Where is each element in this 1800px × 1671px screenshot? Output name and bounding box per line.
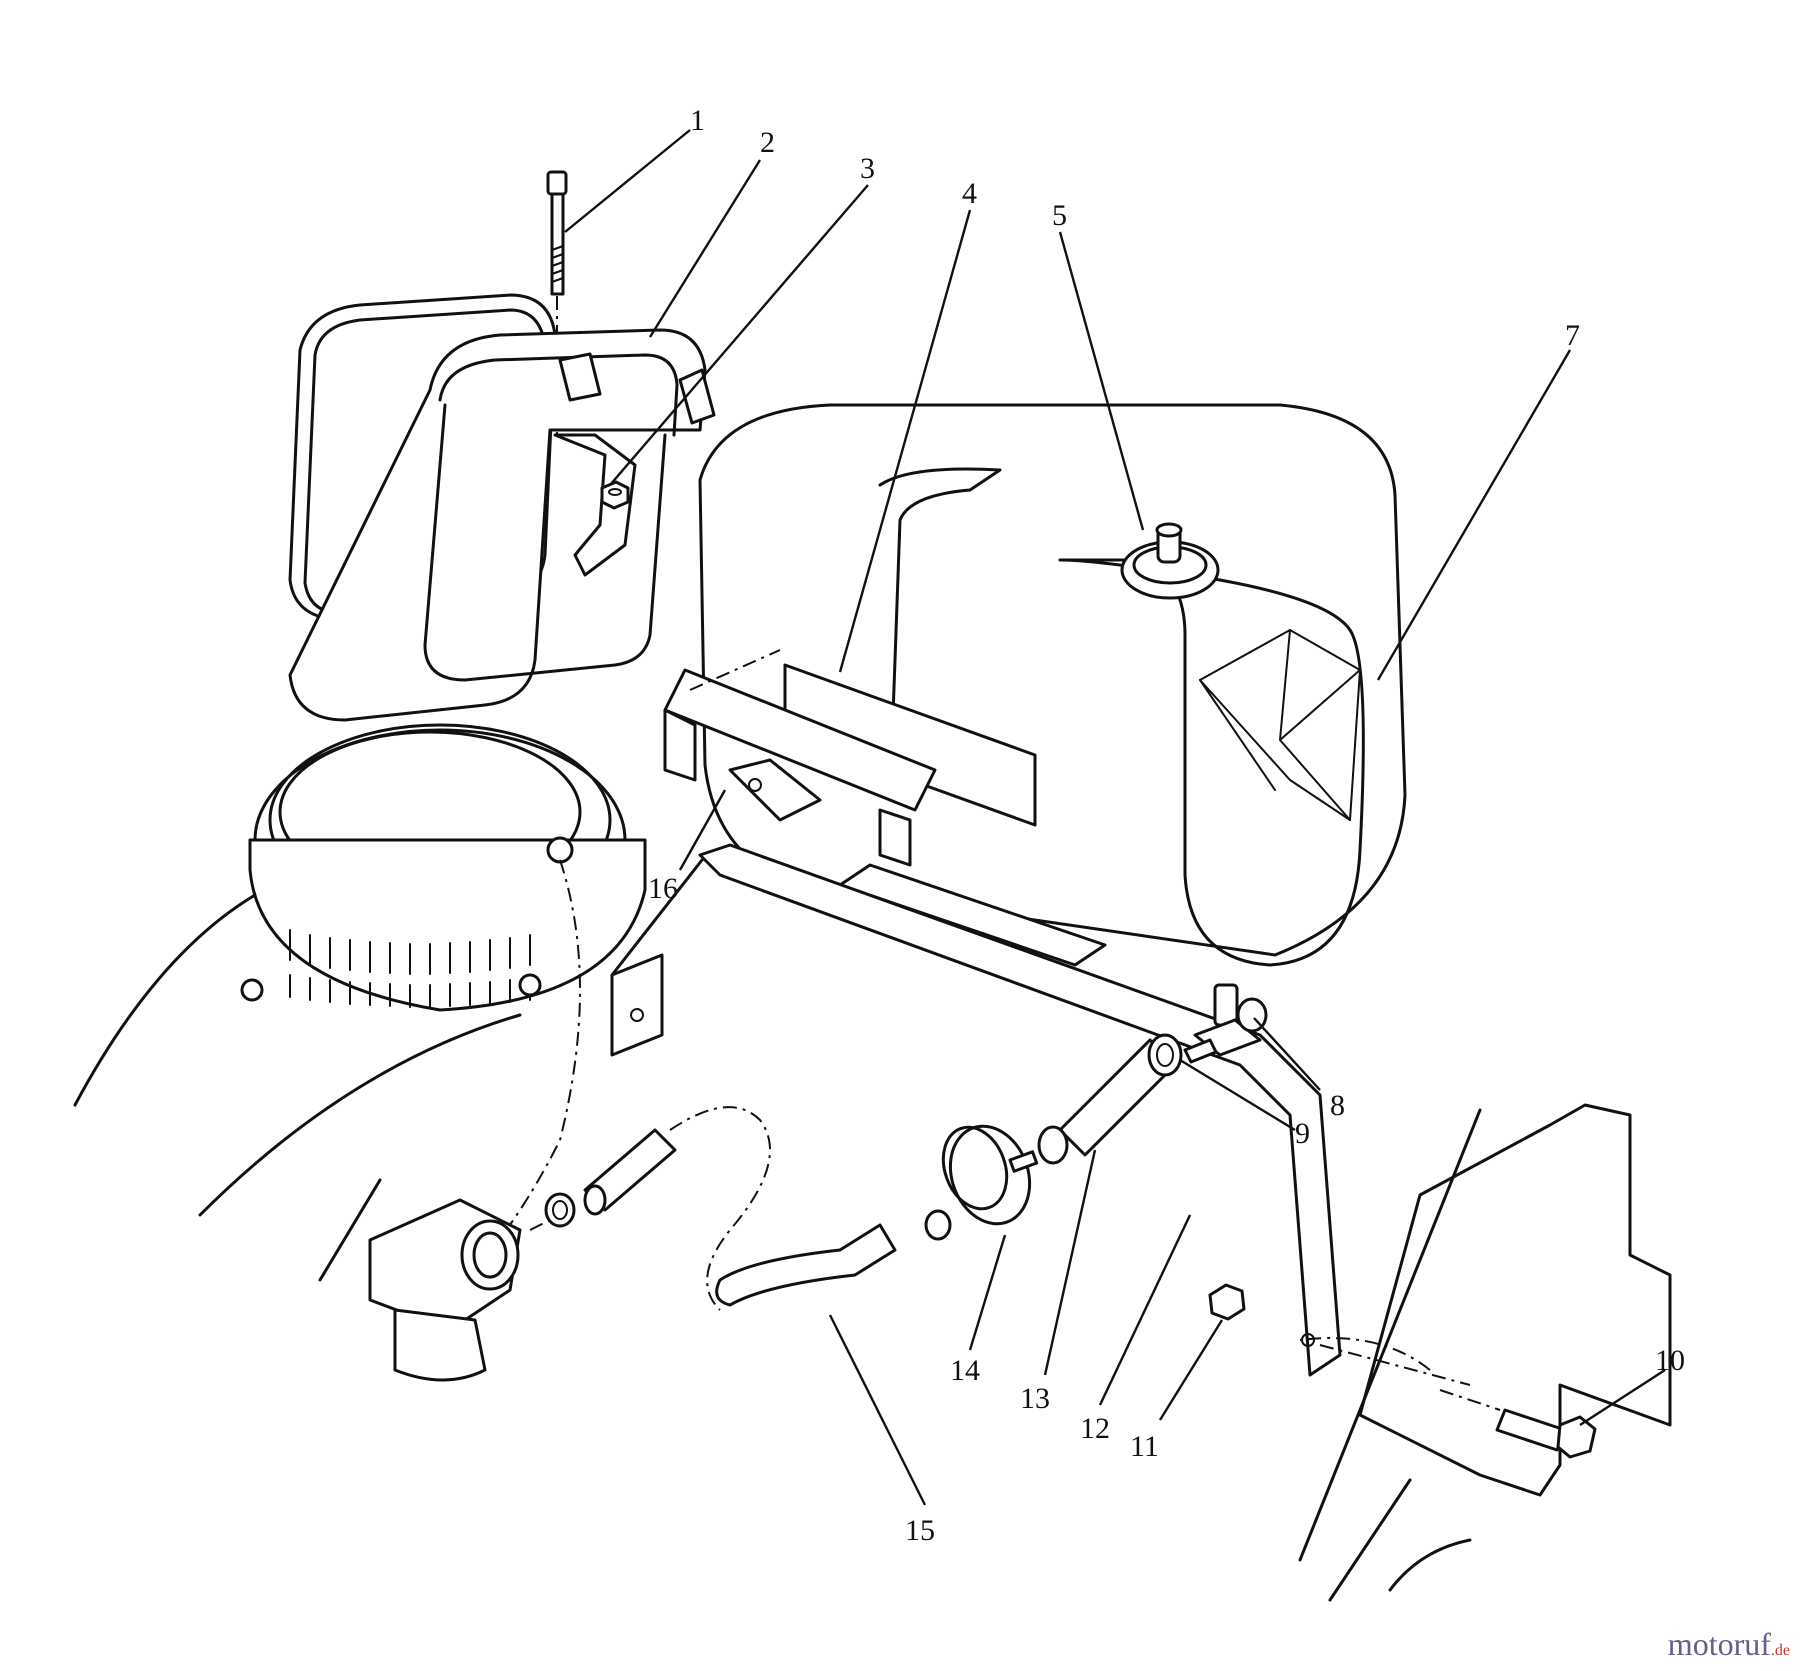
callout-labels: 1 2 3 4 5 7 8 9 10 11 12 13 14 15 16 — [648, 104, 1685, 1547]
chassis-frame — [1298, 1103, 1672, 1602]
callout-9: 9 — [1295, 1117, 1310, 1150]
tank-pad — [838, 863, 1107, 967]
callout-4: 4 — [962, 177, 977, 210]
callout-2: 2 — [760, 126, 775, 159]
part-5-fill-cap — [1120, 522, 1220, 600]
hose-clamp-left — [544, 1192, 576, 1228]
part-2-band-bracket — [288, 328, 716, 722]
housing-vent-slots — [289, 929, 531, 1008]
callout-16: 16 — [648, 872, 678, 905]
callout-8: 8 — [1330, 1089, 1345, 1122]
part-11-nut — [1208, 1283, 1246, 1321]
part-10-bolt — [1439, 1389, 1597, 1459]
part-12-mounting-bracket — [610, 843, 1342, 1377]
callout-5: 5 — [1052, 199, 1067, 232]
callout-13: 13 — [1020, 1382, 1050, 1415]
callout-12: 12 — [1080, 1412, 1110, 1445]
short-hose — [583, 1128, 677, 1216]
part-9-clamp — [1147, 1033, 1183, 1077]
site-watermark: motoruf.de — [1668, 1626, 1790, 1663]
callout-10: 10 — [1655, 1344, 1685, 1377]
callout-3: 3 — [860, 152, 875, 185]
part-8-elbow-fitting — [1183, 983, 1268, 1064]
engine-blower-housing — [73, 723, 647, 1321]
carburetor — [318, 1178, 561, 1382]
callout-14: 14 — [950, 1354, 980, 1387]
callout-15: 15 — [905, 1514, 935, 1547]
callout-7: 7 — [1565, 319, 1580, 352]
part-16-tank-bracket — [663, 649, 937, 867]
callout-11: 11 — [1130, 1430, 1159, 1463]
part-14-fuel-filter — [924, 1124, 1039, 1241]
callout-1: 1 — [690, 104, 705, 137]
watermark-brand: motoruf — [1667, 1626, 1771, 1662]
leader-lines — [564, 129, 1666, 1506]
part-15-fuel-line — [669, 1106, 897, 1311]
part-3-nut — [600, 480, 630, 510]
watermark-tld: .de — [1770, 1642, 1790, 1659]
